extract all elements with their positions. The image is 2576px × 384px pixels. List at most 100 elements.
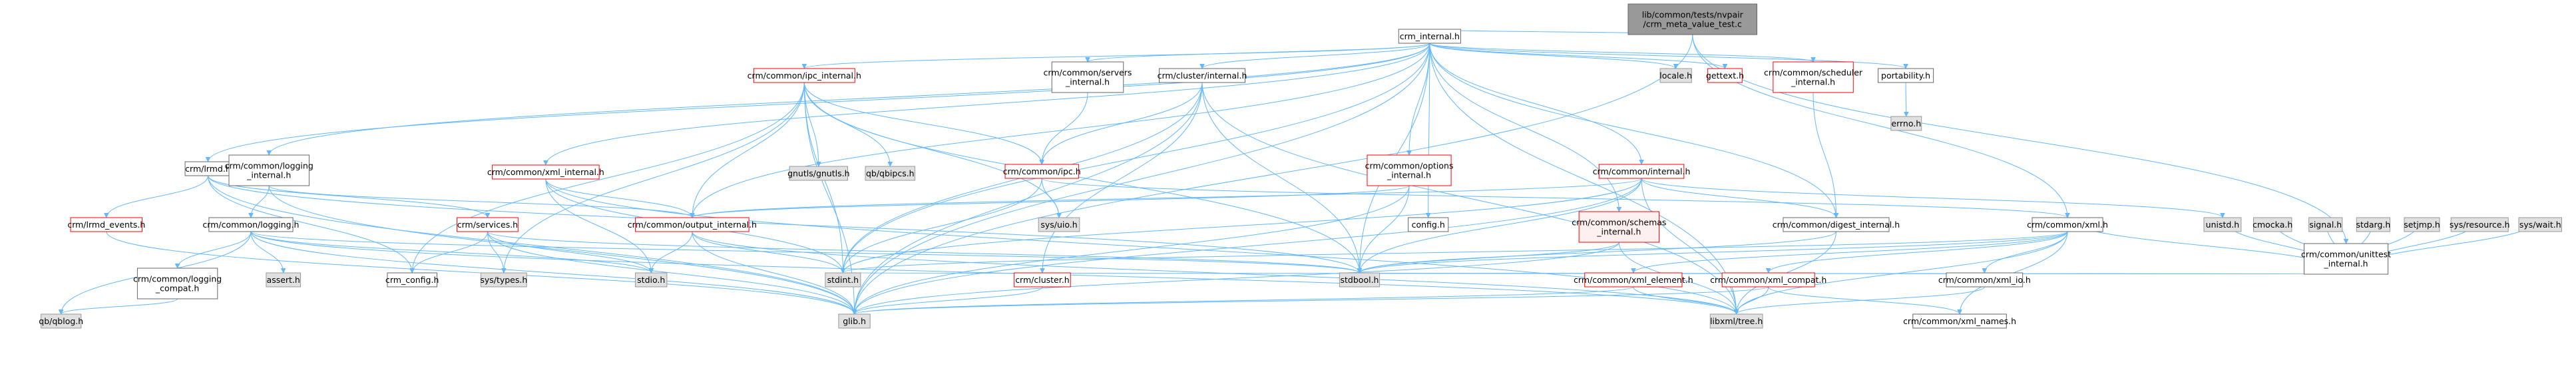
node-lrmd[interactable]: crm/lrmd.h bbox=[184, 161, 232, 176]
node-qblog[interactable]: qb/qblog.h bbox=[39, 313, 83, 329]
edge-lrmd-to-glib bbox=[207, 175, 854, 314]
node-box bbox=[1783, 217, 1890, 232]
node-xml_io[interactable]: crm/common/xml_io.h bbox=[1938, 272, 2031, 288]
edge-ipc_internal-to-gnutls bbox=[803, 82, 819, 166]
node-root[interactable]: lib/common/tests/nvpair/crm_meta_value_t… bbox=[1627, 3, 1757, 35]
node-box bbox=[70, 217, 143, 232]
node-stdint[interactable]: stdint.h bbox=[825, 272, 861, 288]
node-sysuio[interactable]: sys/uio.h bbox=[1038, 217, 1080, 232]
edge-cluster_internal-to-cluster bbox=[1042, 82, 1203, 273]
node-label: crm/lrmd_events.h bbox=[67, 220, 145, 230]
node-signal[interactable]: signal.h bbox=[2308, 217, 2343, 232]
node-crm_internal[interactable]: crm_internal.h bbox=[1398, 29, 1461, 44]
node-locale[interactable]: locale.h bbox=[1659, 68, 1692, 83]
edge-logging_internal-to-glib bbox=[268, 185, 854, 314]
edge-ipc-to-sysuio bbox=[1041, 178, 1059, 218]
node-box bbox=[1912, 313, 2007, 329]
node-digest_internal[interactable]: crm/common/digest_internal.h bbox=[1773, 217, 1900, 232]
node-xml_compat[interactable]: crm/common/xml_compat.h bbox=[1710, 272, 1826, 288]
node-label: crm/common/scheduler bbox=[1764, 68, 1863, 78]
node-xml[interactable]: crm/common/xml.h bbox=[2027, 217, 2108, 232]
node-stdbool[interactable]: stdbool.h bbox=[1339, 272, 1381, 288]
node-box bbox=[825, 272, 861, 288]
node-label: crm/cluster.h bbox=[1015, 275, 1069, 285]
node-gettext[interactable]: gettext.h bbox=[1706, 68, 1744, 83]
node-label: crm/common/xml_element.h bbox=[1574, 275, 1693, 285]
node-output_internal[interactable]: crm/common/output_internal.h bbox=[628, 217, 757, 232]
node-ipc[interactable]: crm/common/ipc.h bbox=[1003, 164, 1081, 179]
edge-output_internal-to-stdint bbox=[692, 231, 843, 274]
node-schemas_internal[interactable]: crm/common/schemas_internal.h bbox=[1572, 211, 1666, 243]
edge-digest_internal-to-stdbool bbox=[1360, 231, 1836, 274]
edge-crm_internal-to-common_internal bbox=[1429, 43, 1641, 164]
edge-crm_internal-to-xml_internal bbox=[546, 43, 1430, 165]
edge-ipc_internal-to-sysuio bbox=[803, 82, 1059, 218]
node-config[interactable]: config.h bbox=[1408, 217, 1449, 232]
node-box bbox=[2253, 217, 2292, 232]
node-crm_config[interactable]: crm_config.h bbox=[385, 272, 439, 288]
node-xml_internal[interactable]: crm/common/xml_internal.h bbox=[487, 164, 604, 180]
node-common_internal[interactable]: crm/common/internal.h bbox=[1593, 164, 1691, 179]
node-box bbox=[753, 68, 855, 83]
edge-ipc-to-xml bbox=[1041, 178, 2067, 218]
node-lrmd_events[interactable]: crm/lrmd_events.h bbox=[67, 217, 145, 232]
node-box bbox=[480, 272, 527, 288]
node-errno[interactable]: errno.h bbox=[1890, 116, 1922, 131]
edge-services-to-stdbool bbox=[487, 231, 1359, 274]
node-assert[interactable]: assert.h bbox=[266, 272, 301, 288]
edge-xml_compat-to-glib bbox=[855, 286, 1769, 315]
node-portability[interactable]: portability.h bbox=[1878, 68, 1934, 83]
node-label: gettext.h bbox=[1706, 71, 1744, 81]
node-box bbox=[1004, 164, 1079, 179]
node-label: lib/common/tests/nvpair bbox=[1642, 10, 1744, 20]
node-services[interactable]: crm/services.h bbox=[457, 217, 519, 232]
node-label: crm/common/digest_internal.h bbox=[1773, 220, 1900, 230]
node-stdarg[interactable]: stdarg.h bbox=[2356, 217, 2391, 232]
node-xml_names[interactable]: crm/common/xml_names.h bbox=[1903, 313, 2016, 329]
node-label: crm/common/ipc.h bbox=[1003, 166, 1081, 176]
node-label: crm/common/logging.h bbox=[202, 220, 299, 230]
node-label: crm/common/ipc_internal.h bbox=[748, 71, 861, 81]
node-box bbox=[1584, 272, 1683, 288]
node-options_internal[interactable]: crm/common/options_internal.h bbox=[1365, 154, 1454, 186]
node-box bbox=[41, 313, 82, 329]
node-systypes[interactable]: sys/types.h bbox=[480, 272, 527, 288]
node-sysresource[interactable]: sys/resource.h bbox=[2450, 217, 2510, 232]
node-box bbox=[1367, 154, 1452, 186]
node-box bbox=[865, 166, 916, 181]
node-cmocka[interactable]: cmocka.h bbox=[2253, 217, 2292, 232]
node-libxml[interactable]: libxml/tree.h bbox=[1709, 313, 1763, 329]
node-box bbox=[2304, 243, 2389, 275]
node-box bbox=[387, 272, 437, 288]
node-box bbox=[1946, 272, 2024, 288]
node-logging[interactable]: crm/common/logging.h bbox=[202, 217, 299, 232]
node-glib[interactable]: glib.h bbox=[838, 313, 871, 329]
edge-common_internal-to-libxml bbox=[1641, 178, 1737, 314]
node-stdio[interactable]: stdio.h bbox=[635, 272, 668, 288]
node-cluster[interactable]: crm/cluster.h bbox=[1014, 272, 1071, 288]
node-setjmp[interactable]: setjmp.h bbox=[2404, 217, 2440, 232]
node-label: _internal.h bbox=[2324, 259, 2368, 269]
node-box bbox=[1890, 116, 1922, 131]
edge-common_internal-to-unistd bbox=[1641, 178, 2223, 218]
node-box bbox=[1659, 68, 1692, 83]
edge-xml_internal-to-stdio bbox=[545, 178, 651, 273]
node-logging_internal[interactable]: crm/common/logging_internal.h bbox=[225, 154, 314, 186]
node-qbipcs[interactable]: qb/qbipcs.h bbox=[865, 166, 916, 181]
edge-services-to-systypes bbox=[487, 231, 503, 273]
node-ipc_internal[interactable]: crm/common/ipc_internal.h bbox=[748, 68, 861, 83]
edge-cluster_internal-to-libxml bbox=[1201, 82, 1737, 314]
node-syswait[interactable]: sys/wait.h bbox=[2518, 217, 2562, 232]
node-scheduler_internal[interactable]: crm/common/scheduler_internal.h bbox=[1764, 61, 1863, 93]
node-xml_element[interactable]: crm/common/xml_element.h bbox=[1574, 272, 1693, 288]
node-unistd[interactable]: unistd.h bbox=[2203, 217, 2242, 232]
edge-crm_internal-to-libxml bbox=[1429, 43, 1737, 314]
node-servers_internal[interactable]: crm/common/servers_internal.h bbox=[1044, 61, 1132, 93]
node-box bbox=[635, 272, 668, 288]
node-gnutls[interactable]: gnutls/gnutls.h bbox=[787, 166, 850, 181]
node-box bbox=[635, 217, 750, 232]
node-unittest[interactable]: crm/common/unittest_internal.h bbox=[2301, 243, 2391, 275]
node-box bbox=[1408, 217, 1449, 232]
node-logging_compat[interactable]: crm/common/logging_compat.h bbox=[133, 268, 222, 299]
node-cluster_internal[interactable]: crm/cluster/internal.h bbox=[1158, 68, 1247, 83]
